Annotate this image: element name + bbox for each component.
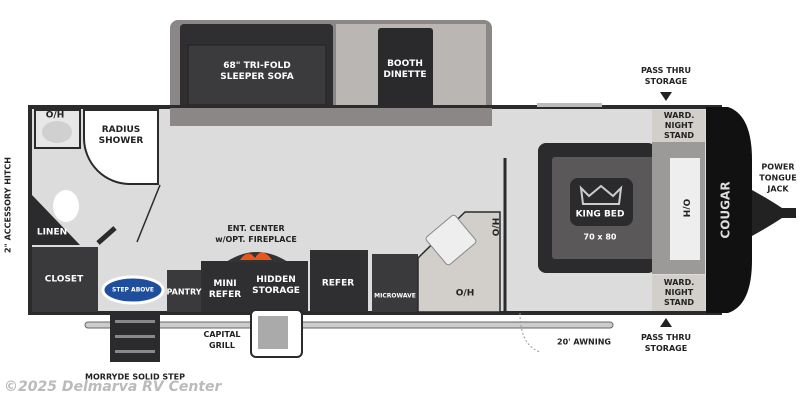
closet <box>32 247 98 312</box>
microwave-unit <box>372 254 418 312</box>
step-above-logo-text: STEP ABOVE <box>112 286 154 294</box>
pantry-label: PANTRY <box>166 287 202 297</box>
ward-top <box>652 110 705 142</box>
awning-label: 20' AWNING <box>557 337 611 347</box>
linen-label: LINEN <box>36 227 68 238</box>
ho-label: H/O <box>489 217 500 237</box>
capital-grill-label: CAPITAL GRILL <box>203 330 241 350</box>
bed-oh <box>670 158 700 260</box>
refer-label: REFER <box>321 278 355 289</box>
crown-icon <box>579 184 623 205</box>
closet-label: CLOSET <box>44 274 84 285</box>
bath-oh-label: O/H <box>45 110 65 121</box>
tongue-jack <box>752 190 796 236</box>
hidden-storage-label: HIDDEN STORAGE <box>252 275 300 296</box>
ent-center-label: ENT. CENTER w/OPT. FIREPLACE <box>215 224 297 244</box>
arrow-up <box>660 318 672 327</box>
microwave-label: MICROWAVE <box>374 292 416 300</box>
cougar-logo: COUGAR <box>718 181 733 239</box>
bed-size-label: 70 x 80 <box>583 232 617 242</box>
kitchen-oh-label: O/H <box>455 288 475 299</box>
pass-thru-bottom-label: PASS THRU STORAGE <box>640 333 692 353</box>
shower-label: RADIUS SHOWER <box>98 125 144 146</box>
toilet <box>53 190 79 222</box>
bed-oh-label: O/H <box>680 198 691 218</box>
hitch-label: 2" ACCESSORY HITCH <box>3 157 13 253</box>
ward-bottom-label: WARD. NIGHT STAND <box>663 278 695 307</box>
step-label: MORRYDE SOLID STEP <box>85 372 185 382</box>
ward-bottom <box>652 275 705 311</box>
sofa-label: 68" TRI-FOLD SLEEPER SOFA <box>220 61 294 82</box>
dinette-label: BOOTH DINETTE <box>383 59 427 80</box>
king-badge <box>570 178 633 226</box>
entry-steps <box>110 313 160 362</box>
awning <box>84 321 614 329</box>
arrow-down <box>660 92 672 101</box>
pantry <box>167 270 201 312</box>
ent-center <box>201 261 308 312</box>
king-bed-label: KING BED <box>575 209 625 220</box>
refer-unit <box>310 250 368 312</box>
step-above-logo <box>101 275 165 305</box>
radius-shower <box>83 109 159 185</box>
ward-top-label: WARD. NIGHT STAND <box>663 111 695 140</box>
tongue-jack-label: POWER TONGUE JACK <box>759 162 797 194</box>
pass-thru-top-label: PASS THRU STORAGE <box>640 66 692 86</box>
sink <box>425 214 477 266</box>
mini-refer-label: MINI REFER <box>208 279 242 300</box>
front-cap <box>706 107 752 313</box>
copyright-watermark: ©2025 Delmarva RV Center <box>4 379 222 395</box>
